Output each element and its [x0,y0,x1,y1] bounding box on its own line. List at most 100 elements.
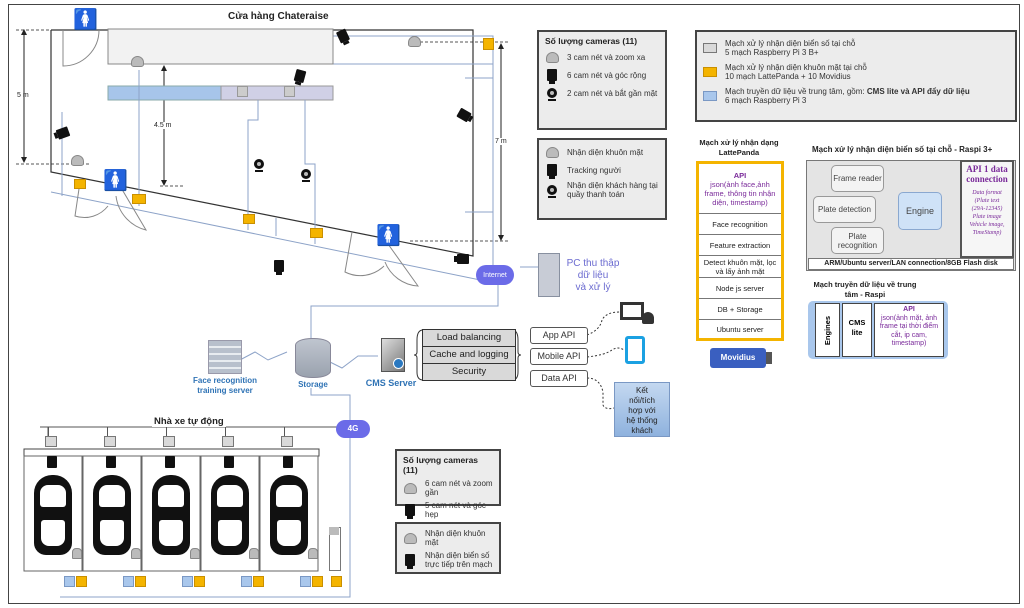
door-front-left-b [115,185,148,231]
lattepanda-board-icon [483,38,494,50]
person-icon: 🚺 [103,170,128,192]
blue-swatch-icon [703,91,717,101]
layer-ubuntu-server: Ubuntu server [716,324,764,334]
box-camera-icon [165,456,175,468]
layer-face-recognition: Face recognition [699,214,781,235]
raspi-plate-board-icon [163,436,175,447]
frame-reader-module: Frame reader [831,165,884,192]
plate-recognition-module: Plate recognition [831,227,884,254]
wire [247,100,259,230]
raspi-plate-board-icon [104,436,116,447]
arrowhead [161,180,167,186]
raspi-transfer-board-icon [182,576,193,587]
desktop-monitor-icon [620,302,644,320]
legend-item: 6 cam nét và góc rộng [539,66,665,84]
counter-blue [107,85,222,101]
webcam-icon [301,169,311,182]
car-roof [100,520,124,546]
layer-face-detection: Detect khuôn mặt, lọc và lấy ảnh mặt [699,256,781,278]
wire [48,427,49,437]
layer-nodejs-server: Node js server [699,278,781,299]
dome-camera-icon [190,548,200,559]
api-data-connection-box: API 1 data connection Data format (Plate… [960,160,1014,258]
pc-collect-label: PC thu thập dữ liệu và xử lý [566,258,620,293]
dim-label-right: 7 m [495,138,507,145]
movidius-stick-icon: Movidius [710,348,766,368]
right-wire [333,35,494,282]
box-camera-icon [405,554,415,569]
lattepanda-board-icon [243,214,255,224]
garage-rail [23,448,320,457]
lattepanda-board-icon [76,576,87,587]
dim-label-left: 5 m [17,92,29,99]
engine-module: Engine [898,192,942,230]
door-front-left-a [74,181,109,218]
lattepanda-board-icon [194,576,205,587]
raspi-plate-board-icon [281,436,293,447]
garage-camera-function-legend: Nhận diện khuôn mặt Nhận diện biển số tr… [395,522,501,574]
box-camera-icon [47,456,57,468]
shelf-back [107,28,334,65]
dome-camera-icon [131,56,144,67]
brace-right [511,329,522,381]
dome-camera-icon [71,155,84,166]
legend-item: 3 cam nét và zoom xa [539,48,665,66]
lattepanda-stack: API json(ảnh face,ảnh frame, thông tin n… [696,161,784,341]
box-camera-icon [457,254,469,264]
internet-cloud-icon: Internet [476,265,514,285]
client-integration-box: Kết nối/tích hợp với hệ thống khách [614,382,670,437]
box-camera-icon [405,504,415,519]
app-api-button[interactable]: App API [530,327,588,344]
box-camera-icon [106,456,116,468]
wire [166,427,167,437]
raspi-transfer-title: Mạch truyền dữ liệu về trung tâm - Raspi [813,280,917,299]
facade-wire [50,191,491,283]
legend-item: Tracking người [539,161,665,179]
legend-item: Nhận diện khách hàng tại quầy thanh toán [539,179,665,201]
mobile-api-button[interactable]: Mobile API [530,348,588,365]
car-windshield [217,485,243,507]
lattepanda-board-icon [310,228,323,238]
data-api-button[interactable]: Data API [530,370,588,387]
arrowhead [498,43,504,49]
dome-camera-icon [408,36,421,47]
4g-cloud-icon: 4G [336,420,370,438]
lattepanda-board-icon [331,576,342,587]
dome-camera-icon [249,548,259,559]
lattepanda-title: Mạch xử lý nhận dạng LattePanda [699,138,779,157]
person-icon: 🚺 [73,9,98,31]
lattepanda-board-icon [132,194,146,204]
raspi-plate-title: Mạch xử lý nhận diện biển số tại chỗ - R… [812,145,993,154]
store-camera-function-legend: Nhận diện khuôn mặt Tracking người Nhận … [537,138,667,220]
legend-item: 2 cam nét và bắt gần mặt [539,84,665,102]
box-camera-icon [547,164,557,179]
wire-storage-4g [310,388,351,420]
cms-server-label: CMS Server [365,378,417,388]
dim-label-center: 4.5 m [154,122,172,129]
internet-label: Internet [483,272,507,279]
car-roof [41,520,65,546]
legend-item: Nhận diện khuôn mặt [397,527,499,549]
module-cache-logging: Cache and logging [423,347,515,364]
cms-modules-stack: Load balancing Cache and logging Securit… [422,329,516,381]
module-security: Security [451,366,487,377]
layer-db-storage: DB + Storage [699,299,781,320]
box-camera-icon [547,69,557,84]
car-windshield [40,485,66,507]
dome-camera-icon [403,482,417,494]
link-app-api [586,311,621,336]
legend-item-transfer-board: Mạch truyền dữ liệu về trung tâm, gồm: C… [697,84,1015,108]
webcam-icon [547,88,557,101]
cms-lite-block: CMS lite [842,303,872,357]
car-roof [277,520,301,546]
mobile-phone-icon [625,336,645,364]
orange-swatch-icon [703,67,717,77]
dome-camera-icon [308,548,318,559]
raspi-plate-board-icon [45,436,57,447]
raspi-transfer-board-icon [241,576,252,587]
webcam-icon [254,159,264,172]
raspi-plate-board-icon [222,436,234,447]
lattepanda-board-icon [312,576,323,587]
